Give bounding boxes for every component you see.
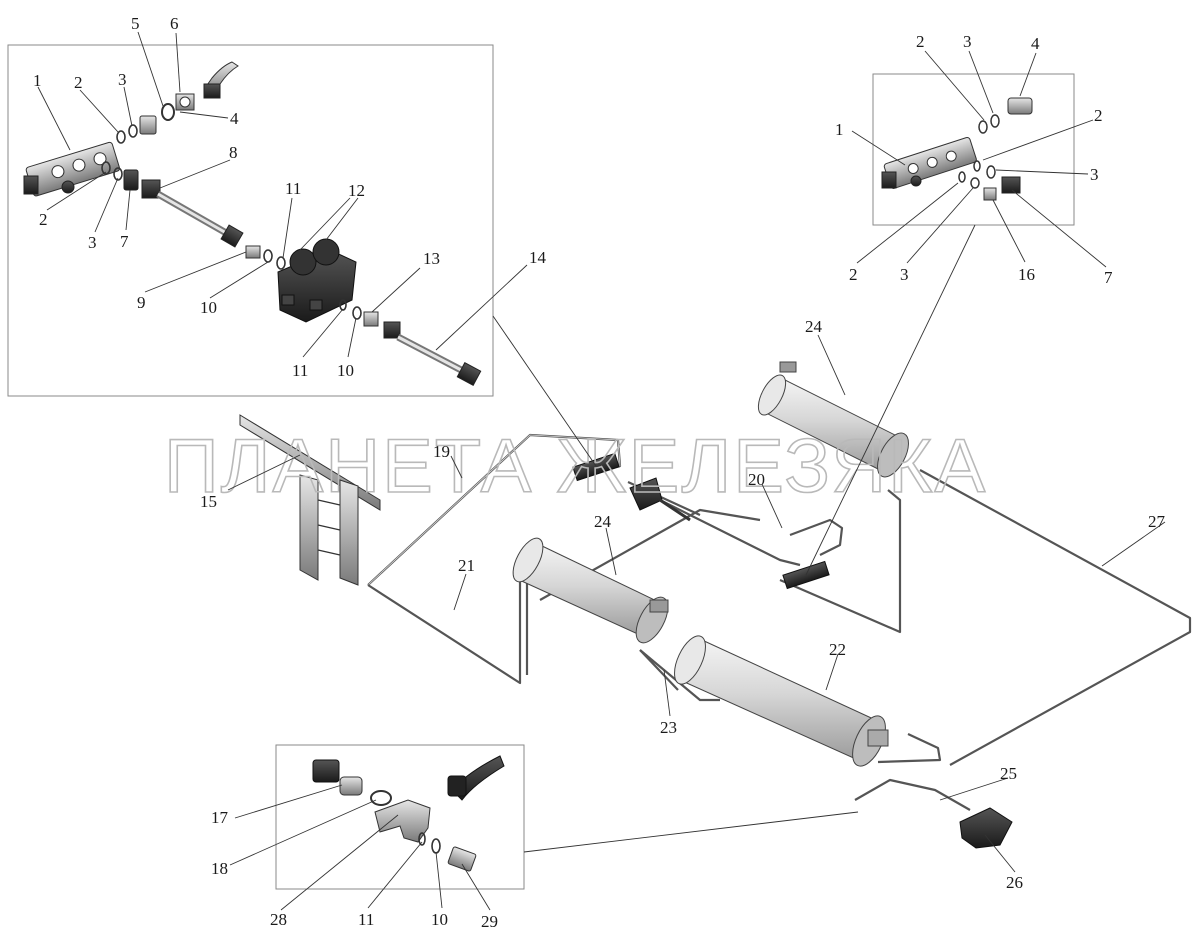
callout-label: 25 bbox=[1000, 764, 1017, 783]
tank-24-middle bbox=[512, 537, 669, 644]
callout-label: 2 bbox=[916, 32, 925, 51]
detail-frame-top-left bbox=[7, 44, 494, 397]
callout-label: 23 bbox=[660, 718, 677, 737]
callout-label: 12 bbox=[348, 181, 365, 200]
callout-label: 27 bbox=[1148, 512, 1166, 531]
callout-label: 13 bbox=[423, 249, 440, 268]
callout-label: 28 bbox=[270, 910, 287, 929]
callout-label: 11 bbox=[292, 361, 308, 380]
callout-label: 10 bbox=[431, 910, 448, 929]
callout-label: 7 bbox=[120, 232, 129, 251]
detail-bottom-parts bbox=[312, 755, 505, 872]
callout-label: 2 bbox=[74, 73, 83, 92]
callout-label: 10 bbox=[200, 298, 217, 317]
callout-label: 2 bbox=[849, 265, 858, 284]
callout-label: 11 bbox=[285, 179, 301, 198]
callout-label: 7 bbox=[1104, 268, 1113, 287]
callout-label: 16 bbox=[1018, 265, 1035, 284]
callout-label: 29 bbox=[481, 912, 498, 931]
callout-label: 2 bbox=[39, 210, 48, 229]
tank-24-upper bbox=[757, 361, 909, 478]
callout-label: 10 bbox=[337, 361, 354, 380]
callout-label: 1 bbox=[835, 120, 844, 139]
callout-label: 8 bbox=[229, 143, 238, 162]
callout-label: 17 bbox=[211, 808, 229, 827]
callout-label: 22 bbox=[829, 640, 846, 659]
callout-label: 3 bbox=[88, 233, 97, 252]
callout-label: 9 bbox=[137, 293, 146, 312]
leader-lines bbox=[37, 31, 1166, 911]
callout-label: 6 bbox=[170, 14, 179, 33]
callout-label: 24 bbox=[805, 317, 823, 336]
callout-label: 15 bbox=[200, 492, 217, 511]
callout-label: 26 bbox=[1006, 873, 1023, 892]
detail-frame-top-right bbox=[872, 73, 1075, 226]
callout-label: 20 bbox=[748, 470, 765, 489]
callout-label: 1 bbox=[33, 71, 42, 90]
callout-label: 2 bbox=[1094, 106, 1103, 125]
callout-label: 4 bbox=[1031, 34, 1040, 53]
detail-top-left-parts bbox=[23, 61, 482, 386]
watermark-text: ПЛАНЕТА ЖЕЛЕЗЯКА bbox=[164, 424, 987, 509]
callout-label: 19 bbox=[433, 442, 450, 461]
tank-22 bbox=[674, 635, 889, 767]
main-assembly bbox=[239, 361, 1192, 849]
callout-label: 3 bbox=[900, 265, 909, 284]
callout-label: 5 bbox=[131, 14, 140, 33]
callout-label: 14 bbox=[529, 248, 547, 267]
callout-label: 11 bbox=[358, 910, 374, 929]
callout-label: 3 bbox=[963, 32, 972, 51]
detail-top-right-parts bbox=[881, 97, 1033, 201]
callout-label: 3 bbox=[118, 70, 127, 89]
callout-label: 3 bbox=[1090, 165, 1099, 184]
callout-numbers: 1 2 3 5 6 4 8 2 3 7 11 12 9 10 13 14 11 … bbox=[33, 14, 1166, 931]
callout-label: 24 bbox=[594, 512, 612, 531]
detail-frame-bottom bbox=[275, 744, 525, 890]
callout-label: 4 bbox=[230, 109, 239, 128]
callout-label: 21 bbox=[458, 556, 475, 575]
valve-26 bbox=[959, 807, 1013, 849]
callout-label: 18 bbox=[211, 859, 228, 878]
manifold-upper bbox=[572, 452, 691, 522]
